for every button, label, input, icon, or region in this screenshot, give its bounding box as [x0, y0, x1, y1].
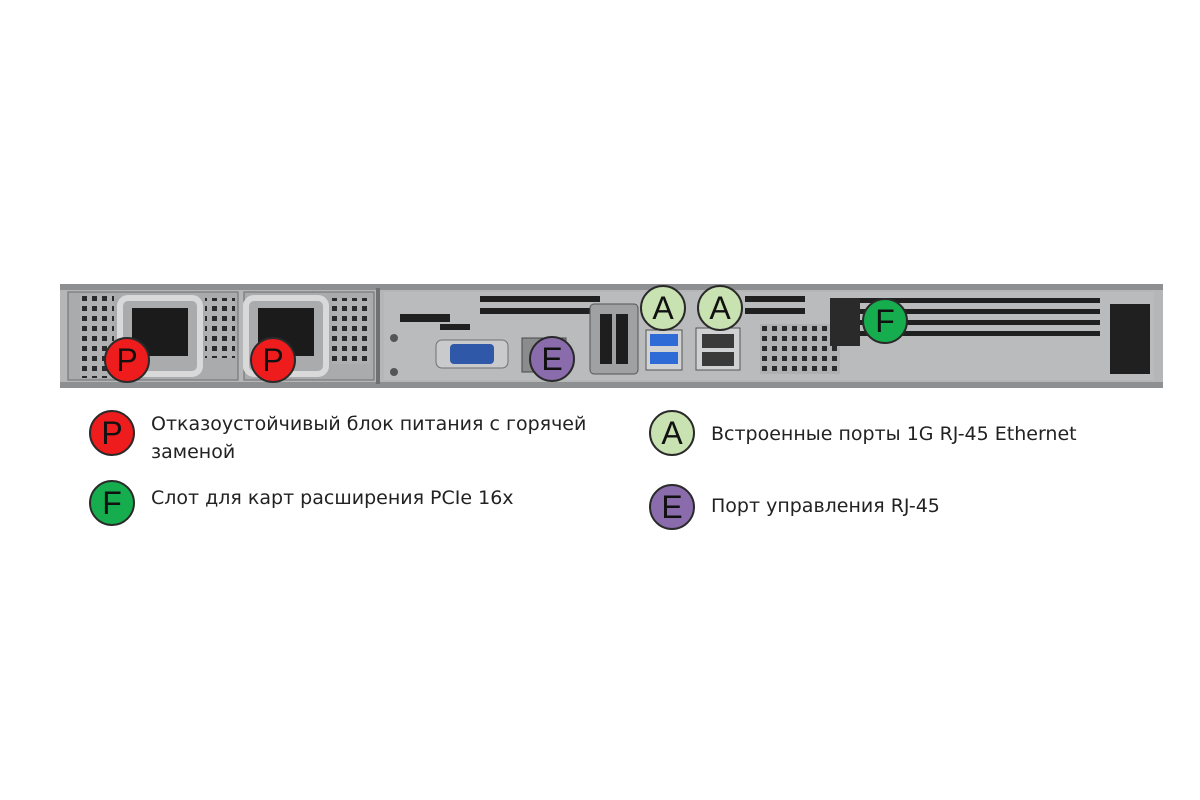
marker-label: A [709, 289, 731, 326]
marker-power-supply-1: P [104, 337, 150, 383]
legend-marker: P [89, 410, 135, 456]
marker-label: P [262, 341, 284, 378]
power-supply-1 [67, 291, 239, 381]
marker-label: A [652, 289, 674, 326]
marker-power-supply-2: P [250, 337, 296, 383]
marker-label: F [875, 302, 895, 339]
marker-management-port: E [529, 336, 575, 382]
legend-marker: A [649, 410, 695, 456]
legend-marker: F [89, 480, 135, 526]
legend-item-management-port: E Порт управления RJ-45 [649, 484, 1149, 530]
marker-onboard-port-2: A [697, 285, 743, 331]
legend-item-onboard-ports: A Встроенные порты 1G RJ-45 Ethernet [649, 410, 1149, 456]
legend-marker: E [649, 484, 695, 530]
marker-onboard-port-1: A [640, 285, 686, 331]
server-rear-panel [60, 284, 1163, 388]
marker-pcie-slot: F [862, 298, 908, 344]
usb-ports [645, 329, 683, 371]
marker-label: P [116, 341, 138, 378]
legend-item-power-supply: P Отказоустойчивый блок питания с горяче… [89, 410, 609, 466]
legend-label: Слот для карт расширения PCIe 16x [151, 487, 514, 509]
legend-item-pcie-slot: F Слот для карт расширения PCIe 16x [89, 480, 609, 526]
vga-port [435, 339, 509, 369]
marker-label: E [541, 340, 563, 377]
legend-label: Отказоустойчивый блок питания с горячей … [151, 413, 587, 463]
ethernet-ports [695, 327, 741, 371]
legend-label: Порт управления RJ-45 [711, 495, 940, 517]
legend-label: Встроенные порты 1G RJ-45 Ethernet [711, 423, 1077, 445]
